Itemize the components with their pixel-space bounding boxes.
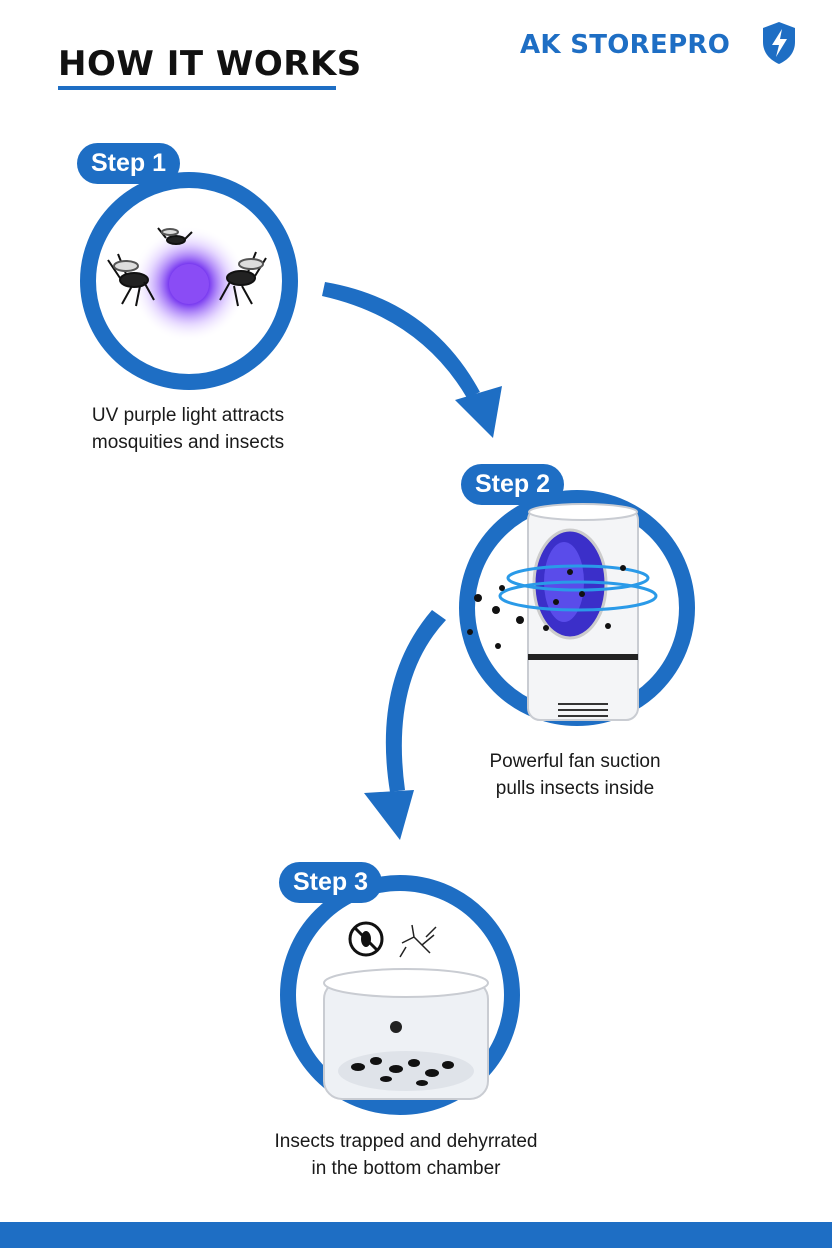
step3-caption-line1: Insects trapped and dehyrrated xyxy=(274,1131,538,1152)
step3-caption: Insects trapped and dehyrrated in the bo… xyxy=(246,1128,566,1182)
step2-caption: Powerful fan suction pulls insects insid… xyxy=(430,748,720,802)
arrow-step1-to-step2 xyxy=(322,282,502,438)
uv-light-mosquitoes-icon xyxy=(107,226,267,342)
no-insect-icon xyxy=(348,921,384,957)
step1-badge: Step 1 xyxy=(77,143,181,184)
brand-name: AK STOREPRO xyxy=(520,30,731,60)
step2-caption-line2: pulls insects inside xyxy=(495,778,655,799)
step1-caption: UV purple light attracts mosquities and … xyxy=(40,402,336,456)
step2-badge: Step 2 xyxy=(461,464,565,505)
page-title: HOW IT WORKS xyxy=(58,44,362,84)
arrow-step2-to-step3 xyxy=(364,610,446,840)
step1-caption-line2: mosquities and insects xyxy=(91,432,285,453)
fan-suction-device-icon xyxy=(467,503,658,721)
step3-caption-line2: in the bottom chamber xyxy=(311,1158,501,1179)
step3-badge: Step 3 xyxy=(279,862,383,903)
shield-bolt-icon xyxy=(763,22,795,64)
title-underline xyxy=(58,86,336,90)
footer-bar xyxy=(0,1222,832,1248)
dehydrated-insect-icon xyxy=(399,924,437,958)
step2-caption-line1: Powerful fan suction xyxy=(489,751,661,772)
step1-caption-line1: UV purple light attracts xyxy=(91,405,285,426)
step1-circle xyxy=(80,172,298,390)
trap-chamber-icon xyxy=(323,921,489,1100)
